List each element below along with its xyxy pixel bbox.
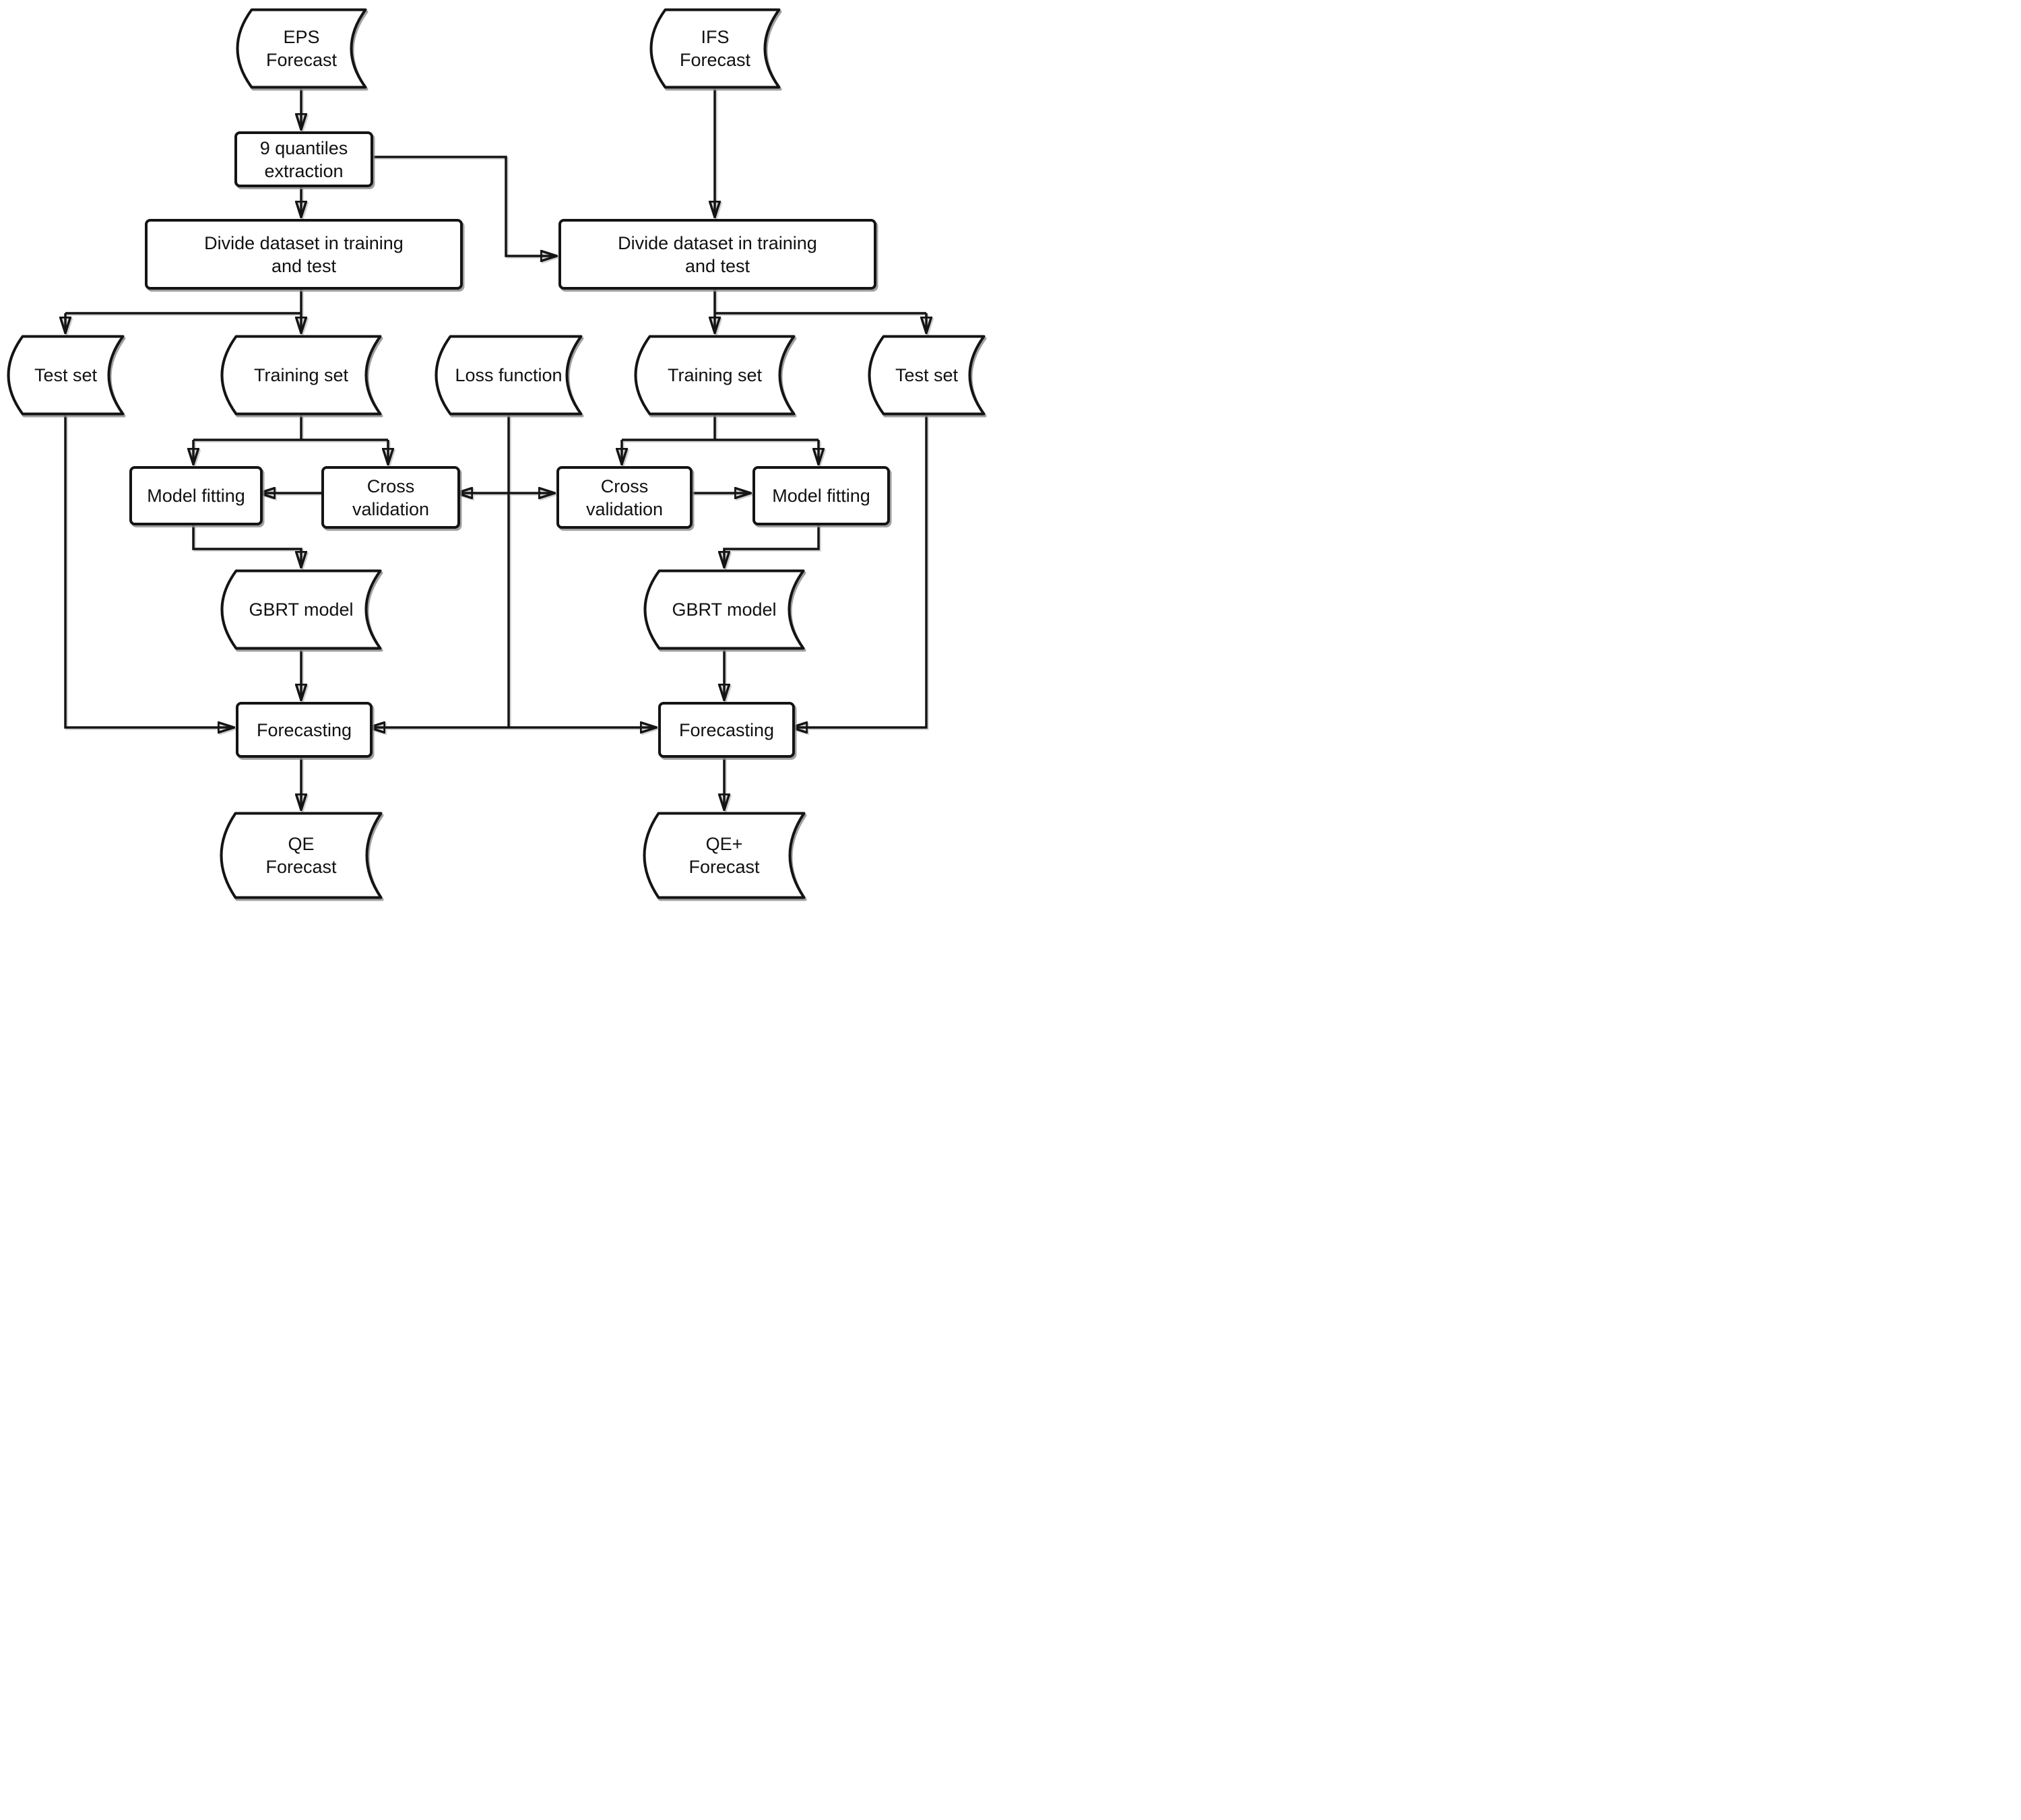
- node-loss-function-label: Loss function: [455, 365, 563, 385]
- node-quantiles-extraction: 9 quantiles extraction: [234, 131, 373, 187]
- node-forecasting-left: Forecasting: [236, 702, 373, 758]
- node-cross-validation-right-label: Cross validation: [585, 476, 664, 519]
- flowchart-canvas: EPS Forecast IFS Forecast 9 quantiles ex…: [0, 0, 1010, 910]
- node-qe-plus-forecast: QE+ Forecast: [643, 812, 806, 899]
- node-model-fitting-left-label: Model fitting: [147, 486, 245, 506]
- node-gbrt-model-right-label: GBRT model: [672, 599, 777, 620]
- node-qe-plus-forecast-label: QE+ Forecast: [688, 834, 760, 877]
- node-quantiles-extraction-label: 9 quantiles extraction: [259, 137, 348, 181]
- node-gbrt-model-right: GBRT model: [643, 569, 805, 650]
- stored-data-shape: [236, 8, 367, 89]
- stored-data-shape: [649, 8, 781, 89]
- node-ifs-forecast-label: IFS Forecast: [679, 27, 751, 70]
- node-divide-dataset-right: Divide dataset in training and test: [558, 219, 876, 290]
- node-training-set-left: Training set: [220, 335, 382, 416]
- node-gbrt-model-left: GBRT model: [220, 569, 382, 650]
- stored-data-shape: [643, 812, 806, 899]
- node-qe-forecast: QE Forecast: [220, 812, 383, 899]
- node-loss-function: Loss function: [435, 335, 583, 416]
- stored-data-shape: [643, 569, 805, 650]
- node-model-fitting-left: Model fitting: [129, 466, 263, 525]
- stored-data-shape: [868, 335, 986, 416]
- node-divide-dataset-right-label: Divide dataset in training and test: [618, 232, 817, 276]
- stored-data-shape: [7, 335, 125, 416]
- node-divide-dataset-left: Divide dataset in training and test: [145, 219, 463, 290]
- node-training-set-right-label: Training set: [667, 365, 763, 385]
- node-eps-forecast-label: EPS Forecast: [265, 27, 338, 70]
- stored-data-shape: [220, 335, 382, 416]
- stored-data-shape: [220, 569, 382, 650]
- node-training-set-right: Training set: [634, 335, 796, 416]
- node-model-fitting-right: Model fitting: [752, 466, 890, 525]
- edge-test-right-to-forecasting: [792, 416, 928, 727]
- node-qe-forecast-label: QE Forecast: [265, 834, 337, 877]
- node-training-set-left-label: Training set: [253, 365, 349, 385]
- node-forecasting-left-label: Forecasting: [256, 719, 352, 740]
- node-cross-validation-left: Cross validation: [321, 466, 460, 529]
- edge-mf-right-to-gbrt: [724, 520, 820, 567]
- node-divide-dataset-left-label: Divide dataset in training and test: [204, 232, 404, 276]
- node-forecasting-right: Forecasting: [658, 702, 795, 758]
- node-ifs-forecast: IFS Forecast: [649, 8, 781, 89]
- node-eps-forecast: EPS Forecast: [236, 8, 367, 89]
- node-test-set-left: Test set: [7, 335, 125, 416]
- node-cross-validation-left-label: Cross validation: [352, 476, 430, 519]
- node-test-set-left-label: Test set: [34, 365, 98, 385]
- edge-quantiles-to-divide-right: [368, 156, 556, 256]
- stored-data-shape: [634, 335, 796, 416]
- edge-mf-left-to-gbrt: [192, 520, 301, 567]
- stored-data-shape: [435, 335, 583, 416]
- node-cross-validation-right: Cross validation: [556, 466, 693, 529]
- node-test-set-right: Test set: [868, 335, 986, 416]
- stored-data-shape: [220, 812, 383, 899]
- connector-lines-layer: [0, 89, 1010, 910]
- node-test-set-right-label: Test set: [895, 365, 959, 385]
- node-gbrt-model-left-label: GBRT model: [249, 599, 354, 620]
- edge-test-left-to-forecasting: [64, 416, 234, 727]
- node-forecasting-right-label: Forecasting: [678, 719, 775, 740]
- node-model-fitting-right-label: Model fitting: [772, 486, 870, 506]
